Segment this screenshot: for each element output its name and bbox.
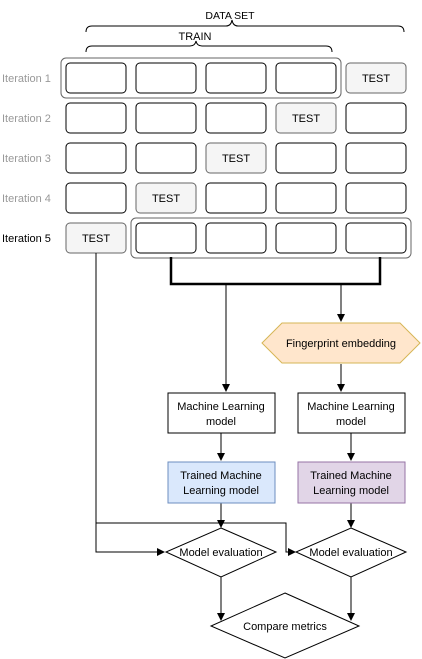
train-fold <box>345 222 407 254</box>
iteration-label: Iteration 2 <box>2 113 51 125</box>
arrow-test-to-eval-left <box>95 253 165 556</box>
iteration-label: Iteration 5 <box>2 233 51 245</box>
train-fold <box>135 102 197 134</box>
ml-model-right-line1: Machine Learning <box>307 401 394 413</box>
test-fold <box>135 182 197 214</box>
fingerprint-embedding-node: Fingerprint embedding <box>261 322 421 364</box>
train-fold <box>135 62 197 94</box>
eval-left-label: Model evaluation <box>179 547 262 559</box>
train-fold <box>275 182 337 214</box>
data-set-label: DATA SET <box>205 10 255 22</box>
ml-model-right-line2: model <box>336 416 366 428</box>
train-fold <box>205 62 267 94</box>
test-fold-label: TEST <box>82 233 110 245</box>
iteration-label: Iteration 4 <box>2 193 51 205</box>
test-fold <box>205 142 267 174</box>
test-fold-label: TEST <box>222 153 250 165</box>
train-fold <box>205 222 267 254</box>
train-label: TRAIN <box>179 31 212 43</box>
trained-model-right: Trained Machine Learning model <box>297 461 406 504</box>
train-fold <box>65 102 127 134</box>
train-fold <box>205 182 267 214</box>
data-set-brace: DATA SET <box>85 10 405 33</box>
train-fold <box>275 142 337 174</box>
model-evaluation-right: Model evaluation <box>294 527 408 578</box>
train-fold <box>345 142 407 174</box>
train-fold <box>65 182 127 214</box>
train-fold <box>345 102 407 134</box>
train-fold <box>65 142 127 174</box>
train-brace: TRAIN <box>85 31 333 53</box>
test-fold-label: TEST <box>292 113 320 125</box>
trained-model-left: Trained Machine Learning model <box>167 461 276 504</box>
test-fold <box>345 62 407 94</box>
test-fold <box>275 102 337 134</box>
model-evaluation-left: Model evaluation <box>164 527 278 578</box>
train-fold-group <box>60 57 342 99</box>
train-fold <box>205 102 267 134</box>
train-merge-bracket <box>169 257 382 286</box>
train-fold <box>275 222 337 254</box>
connectors <box>95 253 355 621</box>
train-fold-group <box>130 217 412 259</box>
eval-right-label: Model evaluation <box>309 547 392 559</box>
arrow-test-to-eval-right <box>96 522 296 556</box>
compare-metrics-label: Compare metrics <box>243 621 327 633</box>
ml-model-left-line1: Machine Learning <box>177 401 264 413</box>
trained-left-line2: Learning model <box>183 485 259 497</box>
train-fold <box>345 182 407 214</box>
iteration-rows: Iteration 1 TEST Iteration 2 TEST Iteration … <box>2 57 412 259</box>
iteration-label: Iteration 3 <box>2 153 51 165</box>
trained-right-line2: Learning model <box>313 485 389 497</box>
trained-left-line1: Trained Machine <box>180 470 262 482</box>
test-fold-label: TEST <box>362 73 390 85</box>
train-fold <box>65 62 127 94</box>
compare-metrics-node: Compare metrics <box>209 592 361 659</box>
fingerprint-label: Fingerprint embedding <box>286 338 396 350</box>
test-fold-label: TEST <box>152 193 180 205</box>
train-fold <box>135 142 197 174</box>
ml-model-left-line2: model <box>206 416 236 428</box>
trained-right-line1: Trained Machine <box>310 470 392 482</box>
iteration-label: Iteration 1 <box>2 73 51 85</box>
train-fold <box>275 62 337 94</box>
train-fold <box>135 222 197 254</box>
ml-model-left: Machine Learning model <box>167 392 276 434</box>
ml-model-right: Machine Learning model <box>297 392 406 434</box>
